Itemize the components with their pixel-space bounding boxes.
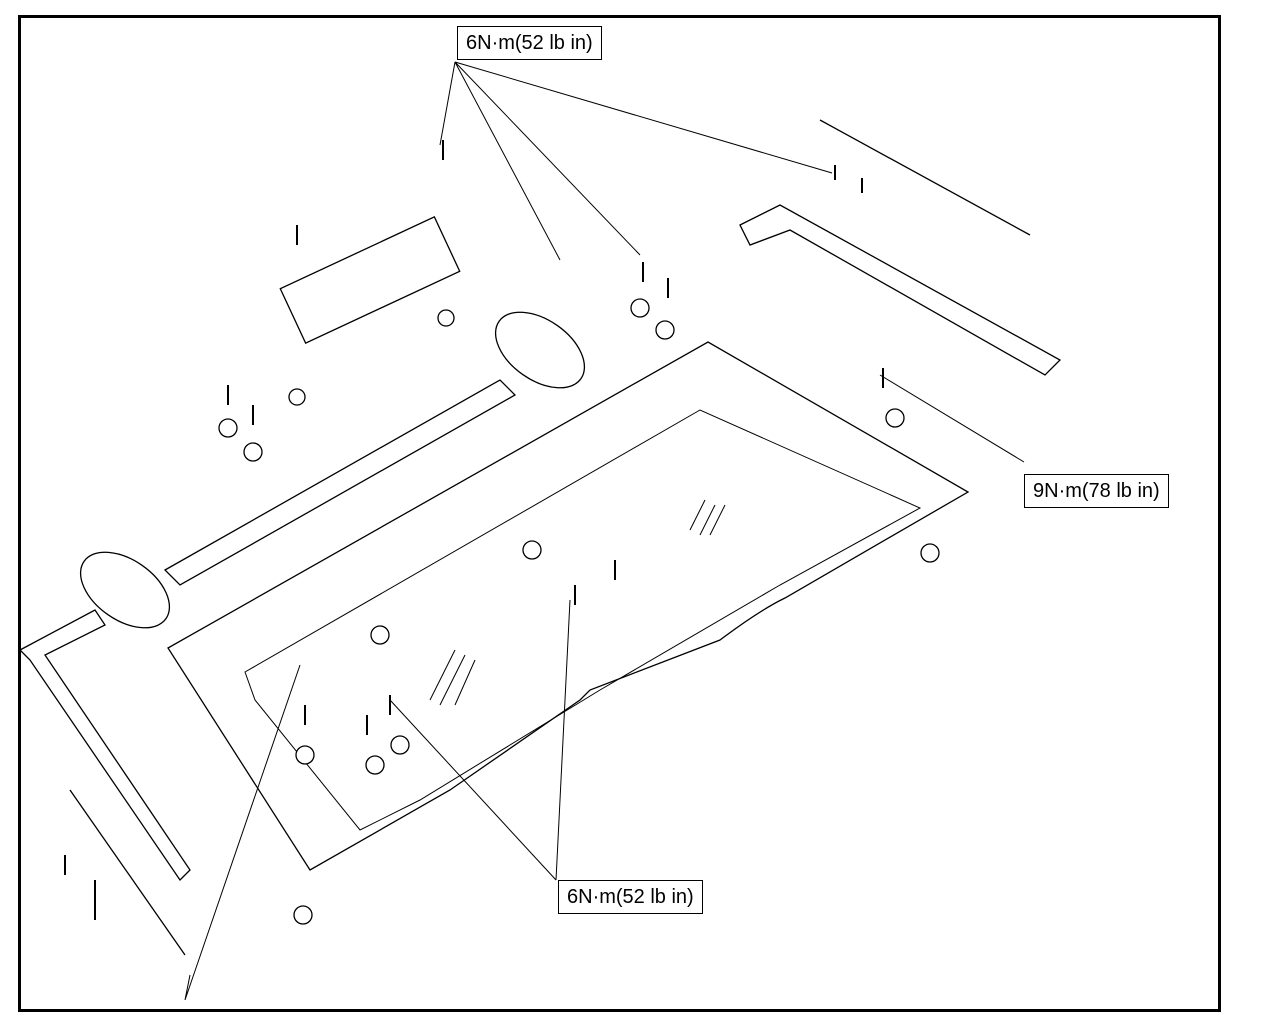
torque-label-right: 9N·m(78 lb in)	[1024, 474, 1169, 508]
leader-lines-top	[439, 61, 833, 261]
diagram-frame	[18, 15, 1221, 1012]
bolts	[64, 140, 884, 920]
gas-strut-right	[819, 119, 1031, 236]
leader-line-right	[879, 374, 1025, 463]
gas-strut-left	[69, 789, 186, 956]
leader-lines-bottom	[389, 599, 571, 881]
grommets	[218, 298, 940, 925]
center-bracket	[279, 216, 461, 344]
glass-panel	[167, 341, 970, 871]
torque-label-top: 6N·m(52 lb in)	[457, 26, 602, 60]
leader-lines-lower-left	[184, 664, 301, 1001]
weatherstrip	[163, 379, 517, 586]
glass-inner	[244, 409, 922, 831]
glass-reflection	[429, 499, 726, 706]
left-rail	[18, 609, 191, 882]
torque-label-bottom: 6N·m(52 lb in)	[558, 880, 703, 914]
hinge-bracket-center	[494, 311, 586, 389]
right-rail	[739, 204, 1062, 376]
hinge-bracket-left	[79, 551, 171, 629]
